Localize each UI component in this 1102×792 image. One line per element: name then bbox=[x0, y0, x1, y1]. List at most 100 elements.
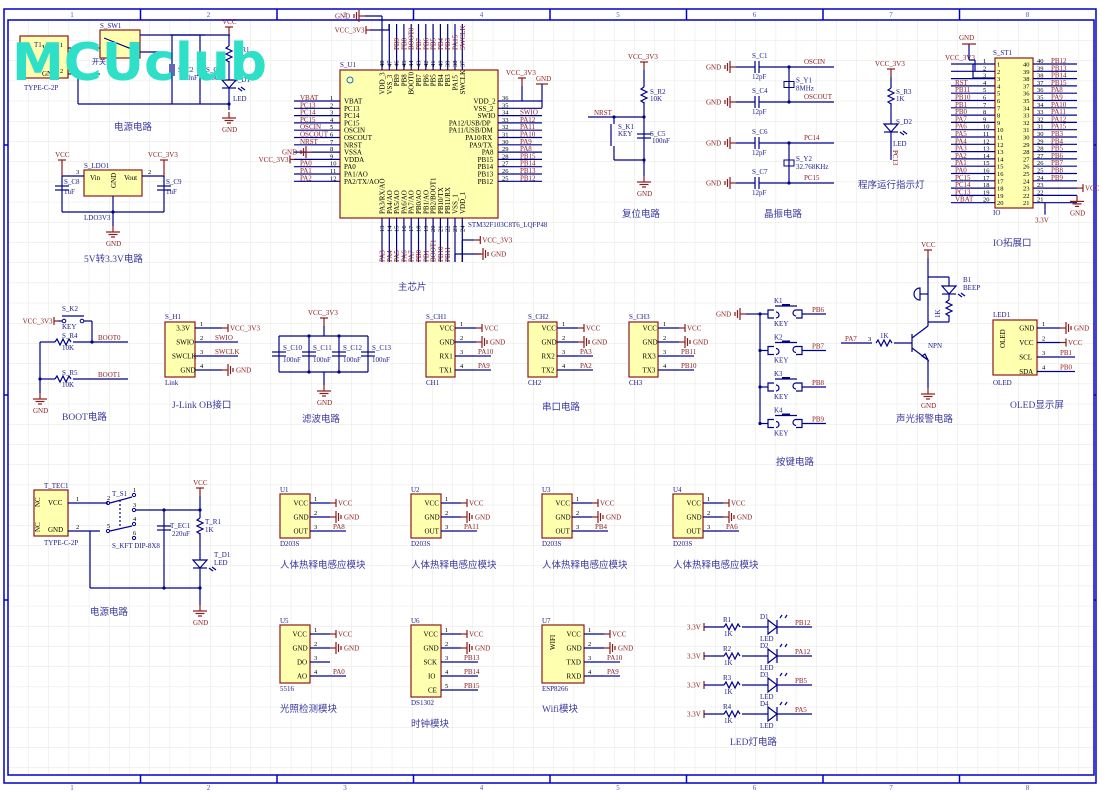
pin-label: VCC bbox=[294, 500, 309, 508]
pin-number: 3 bbox=[445, 655, 448, 662]
pin-number: 2 bbox=[445, 510, 448, 517]
component-part: 开关 bbox=[92, 57, 106, 66]
pin-number: 1 bbox=[576, 496, 579, 503]
pin-label: PB15 bbox=[478, 156, 494, 164]
pin-number: 36 bbox=[502, 95, 509, 102]
switch-contact bbox=[131, 492, 137, 498]
net-label: PB13 bbox=[520, 167, 536, 175]
net-label: PA0 bbox=[333, 668, 345, 676]
net-label: PC15 bbox=[804, 174, 820, 182]
net-label: VBAT bbox=[955, 196, 974, 204]
pin-inner-number: 25 bbox=[1023, 171, 1030, 178]
net-label: PA4 bbox=[386, 250, 394, 262]
pin-number: 36 bbox=[1037, 87, 1044, 94]
led-triangle bbox=[767, 676, 778, 694]
component-value: 12pF bbox=[752, 189, 767, 197]
pin-number: 1 bbox=[314, 627, 317, 634]
caption-oled: OLED显示屏 bbox=[1010, 400, 1064, 411]
capacitor-icon bbox=[272, 351, 286, 357]
zone-marker-top: 1 bbox=[70, 11, 74, 19]
pin-inner-number: 7 bbox=[997, 105, 1001, 112]
pin-number: 19 bbox=[983, 189, 990, 196]
net-label: PA6 bbox=[400, 250, 408, 262]
junction-dot bbox=[38, 377, 42, 381]
net-label: SWIO bbox=[215, 334, 233, 342]
net-label: PA9 bbox=[1051, 94, 1063, 102]
gnd-label: GND bbox=[618, 645, 633, 653]
pin-number: 9 bbox=[330, 153, 333, 160]
pin-number: 6 bbox=[983, 95, 987, 102]
pin-label: PB10/TX bbox=[437, 187, 445, 214]
pin-number: 25 bbox=[502, 175, 509, 182]
resistor-icon bbox=[944, 299, 954, 317]
component-part: 5516 bbox=[280, 685, 295, 693]
pin-number: 7 bbox=[983, 102, 987, 109]
power-label: VCC_3V3 bbox=[628, 53, 658, 61]
led-emission-icon bbox=[779, 614, 788, 619]
net-label: PA15 bbox=[452, 34, 460, 50]
pin-label: VCC bbox=[567, 631, 582, 639]
pin-label: RX3 bbox=[643, 353, 657, 361]
gnd-label: GND bbox=[592, 339, 607, 347]
led-triangle bbox=[767, 618, 778, 636]
pin-label: VDD_1 bbox=[459, 191, 467, 214]
pin-number: 33 bbox=[1037, 109, 1044, 116]
power-label: VCC bbox=[600, 500, 615, 508]
pin-label: GND bbox=[425, 514, 440, 522]
section-caption: 人体热释电感应模块 bbox=[411, 559, 497, 571]
net-label: PB11 bbox=[681, 348, 697, 356]
pin-number: 1 bbox=[1042, 321, 1045, 328]
power-label: VCC bbox=[469, 631, 484, 639]
ground-symbol-icon: GND bbox=[706, 61, 736, 73]
component-value: 100nF bbox=[313, 356, 331, 364]
power-label: VCC_3V3 bbox=[335, 27, 365, 35]
pin-number: 8 bbox=[983, 109, 986, 116]
caption-power-1: 电源电路 bbox=[114, 121, 153, 133]
caption-boot: BOOT电路 bbox=[62, 411, 107, 423]
ground-symbol-icon: GND bbox=[317, 385, 332, 407]
junction-dot bbox=[198, 508, 202, 512]
boot-circuit: VCC_3V3S_K2KEYS_R410KBOOT0S_R510KBOOT1GN… bbox=[23, 305, 128, 415]
pin-label: PA15 bbox=[452, 75, 460, 91]
net-label: PB10 bbox=[681, 362, 697, 370]
net-label: PB7 bbox=[812, 343, 825, 351]
net-label: OSCIN bbox=[300, 123, 321, 131]
gnd-label: GND bbox=[706, 140, 721, 148]
pin-number: 22 bbox=[445, 226, 452, 233]
component-ref: S_C12 bbox=[343, 344, 363, 352]
pin-number: 39 bbox=[1037, 65, 1044, 72]
component-body bbox=[628, 321, 659, 378]
net-label: PA2 bbox=[580, 362, 592, 370]
component-value: 1K bbox=[934, 309, 942, 318]
component-body bbox=[279, 493, 311, 539]
zone-marker-bottom: 8 bbox=[1026, 784, 1030, 792]
led-emission-icon bbox=[779, 672, 788, 677]
pin-number: 2 bbox=[107, 495, 110, 502]
pin-number: 29 bbox=[1037, 138, 1044, 145]
net-label: PC14 bbox=[300, 109, 316, 117]
pin-number: 21 bbox=[1037, 197, 1044, 204]
caption-filter: 滤波电路 bbox=[302, 413, 341, 425]
pin-label: SWIO bbox=[478, 112, 496, 120]
junction-dot bbox=[307, 370, 311, 374]
net-label: PB15 bbox=[520, 152, 536, 160]
pin-label: TXD bbox=[567, 659, 581, 667]
pin-number: 3 bbox=[576, 524, 579, 531]
capacitor-icon bbox=[157, 525, 171, 531]
net-label: PA7 bbox=[955, 115, 967, 123]
pin-number: 46 bbox=[394, 60, 401, 67]
component-ref: D2 bbox=[760, 642, 769, 650]
pin-label: VCC bbox=[1019, 339, 1034, 347]
net-label: BOOT1 bbox=[430, 239, 438, 262]
led-circuit: 3.3VR11KD1LEDPB123.3VR21KD2LEDPA123.3VR3… bbox=[687, 613, 812, 730]
pin-inner-number: 21 bbox=[1023, 200, 1030, 207]
component-ref: S_C9 bbox=[166, 178, 182, 186]
pin-number: 1 bbox=[76, 496, 79, 503]
pin-number: 20 bbox=[430, 226, 437, 233]
component-value: 12pF bbox=[752, 73, 767, 81]
component-part: D203S bbox=[280, 540, 300, 548]
